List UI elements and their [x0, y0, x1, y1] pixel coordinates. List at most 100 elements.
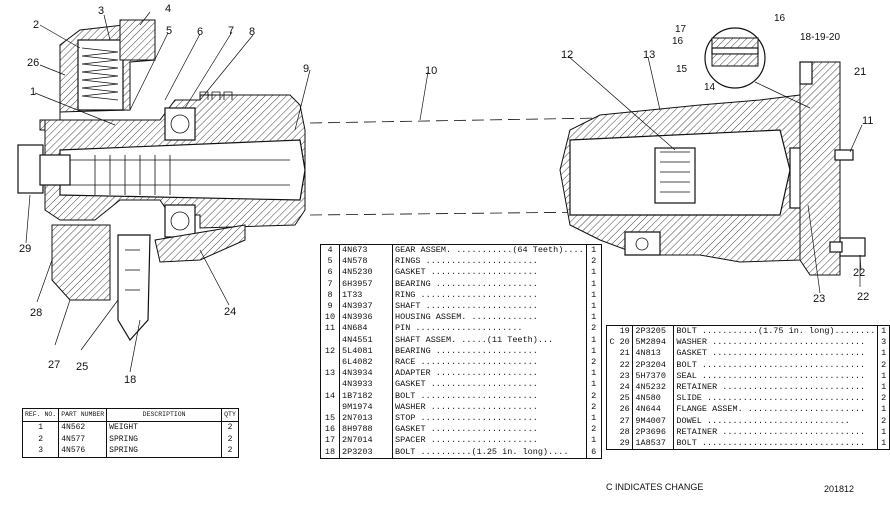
callout-1: 1: [30, 86, 36, 98]
cell-ref: 9: [320, 301, 340, 313]
callout-9: 9: [303, 63, 309, 75]
callout-16-b: 16: [672, 36, 684, 47]
cell-qty: 1: [881, 348, 887, 359]
cell-qty: 1: [591, 245, 597, 255]
cell-ref: 23: [617, 370, 634, 383]
cell-part: 4N4551: [339, 334, 393, 346]
callout-4: 4: [165, 3, 171, 15]
cell-ref: 5: [320, 256, 340, 268]
cell-desc: RACE .......................: [392, 357, 587, 369]
cell-part: 2P3204: [632, 359, 675, 371]
cell-ref: [320, 334, 340, 346]
callout-15: 15: [676, 64, 688, 75]
callout-18: 18: [124, 374, 136, 386]
cell-ref: 1: [22, 421, 60, 434]
cell-qty: 1: [591, 435, 597, 446]
cell-part: 6H3957: [339, 278, 393, 290]
cell-ref: 3: [22, 445, 60, 457]
cell-qty: 2: [227, 434, 233, 444]
callout-22-b: 22: [857, 291, 869, 303]
cell-part: 5H7370: [632, 370, 675, 383]
callout-12: 12: [561, 49, 573, 61]
cell-desc: PIN .....................: [392, 323, 587, 335]
cell-part: 4N5230: [339, 267, 393, 279]
cell-desc: SLIDE ...............................: [673, 393, 879, 405]
cell-part: 5L4081: [339, 345, 393, 358]
cell-qty: 1: [591, 301, 597, 312]
cell-desc: SHAFT ASSEM. .....(11 Teeth)...: [392, 334, 587, 346]
callout-26: 26: [27, 57, 39, 69]
cell-desc: BEARING ....................: [392, 345, 587, 358]
cell-desc: GASKET .....................: [392, 267, 587, 279]
cell-desc: SPRING: [106, 433, 223, 445]
cell-part: 2N7014: [339, 435, 393, 447]
cell-ref: 16: [320, 424, 340, 436]
adapter-housing-assembly: [559, 27, 866, 276]
cell-qty: 1: [881, 404, 887, 415]
callout-10: 10: [425, 65, 437, 77]
cell-ref: 21: [617, 348, 634, 360]
cell-qty: 1: [591, 334, 597, 345]
cell-chg: [607, 371, 618, 382]
cell-ref: 22: [617, 359, 634, 371]
callout-25: 25: [76, 361, 88, 373]
cell-qty: 1: [881, 426, 887, 437]
cell-ref: 12: [320, 345, 340, 358]
cell-qty: 2: [227, 446, 233, 455]
cell-part: 8H9788: [339, 424, 393, 436]
cell-ref: 2: [22, 433, 60, 445]
header-ref: REF. NO.: [22, 408, 60, 422]
callout-17: 17: [675, 24, 687, 35]
callout-14: 14: [704, 82, 716, 93]
cell-ref: 29: [617, 438, 634, 450]
cell-part: 4N684: [339, 323, 393, 335]
callout-16-a: 16: [774, 13, 786, 24]
leader-lines: [25, 11, 863, 373]
cell-desc: RINGS ......................: [392, 256, 587, 268]
callout-8: 8: [249, 26, 255, 38]
cell-qty: 2: [591, 357, 597, 368]
cell-qty: 2: [591, 256, 597, 267]
cell-ref: 28: [617, 426, 634, 439]
callout-3: 3: [98, 5, 104, 17]
cell-desc: DOWEL ............................: [673, 415, 879, 427]
cell-ref: 8: [320, 289, 340, 302]
callouts: 3 4 2 5 6 7 8 26 9 10 1 12 13 17 16 16 1…: [19, 3, 873, 386]
callout-23: 23: [813, 293, 825, 305]
cell-desc: BOLT ................................: [673, 359, 879, 371]
cell-desc: BEARING ....................: [392, 278, 587, 290]
cell-desc: SPRING: [106, 445, 223, 457]
cell-chg: [607, 382, 618, 393]
cell-desc: BOLT .......................: [392, 390, 587, 402]
cell-qty: 2: [881, 393, 887, 404]
cell-qty: 2: [591, 424, 597, 435]
cell-part: 1A8537: [632, 438, 675, 450]
cell-desc: GASKET .....................: [392, 424, 587, 436]
callout-11: 11: [862, 115, 873, 127]
cell-part: 4N3936: [339, 312, 393, 324]
cell-ref: [320, 379, 340, 391]
callout-2: 2: [33, 19, 39, 31]
cell-ref: 10: [320, 312, 340, 324]
cell-ref: 7: [320, 278, 340, 290]
cell-part: 9M1974: [339, 401, 393, 414]
cell-qty: 1: [881, 326, 887, 336]
cell-ref: 14: [320, 390, 340, 402]
